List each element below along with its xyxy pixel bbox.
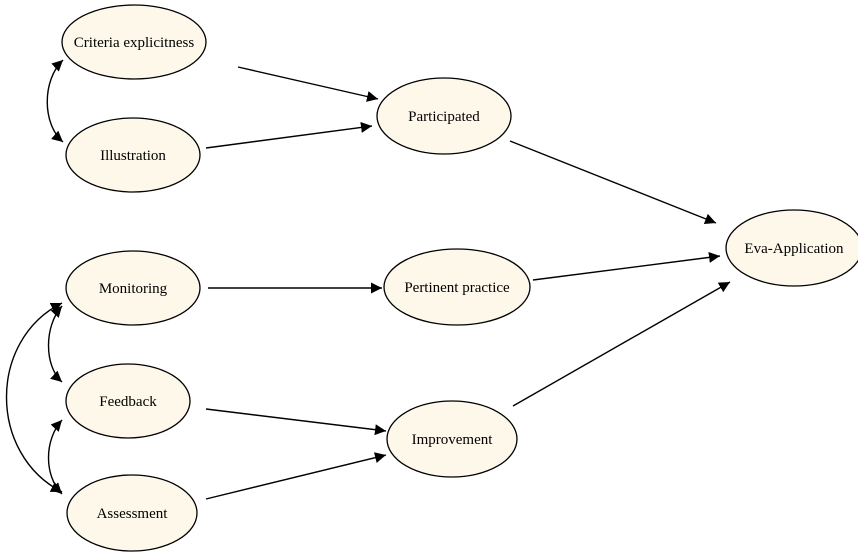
node-label: Illustration: [100, 148, 166, 164]
node-assessment: Assessment: [66, 474, 198, 552]
node-pertinent-practice: Pertinent practice: [383, 248, 531, 326]
node-label: Assessment: [97, 506, 169, 522]
node-eva-application: Eva-Application: [725, 209, 858, 287]
node-criteria-explicitness: Criteria explicitness: [61, 4, 207, 80]
correlation-monitoring-feedback: [47, 305, 63, 383]
edge-illustration-to-participated: [205, 121, 373, 149]
node-label: Pertinent practice: [404, 280, 510, 296]
node-label: Participated: [408, 109, 480, 125]
edge-assessment-to-improvement: [205, 452, 387, 500]
node-label: Criteria explicitness: [74, 35, 195, 51]
correlation-criteria-illustration: [46, 59, 64, 143]
correlation-monitoring-assessment: [5, 302, 63, 493]
node-label: Monitoring: [99, 281, 168, 297]
edge-improvement-to-eva: [512, 281, 731, 407]
edge-participated-to-eva: [509, 140, 717, 225]
node-label: Improvement: [412, 432, 494, 448]
node-participated: Participated: [376, 77, 512, 155]
correlation-feedback-assessment: [47, 419, 63, 495]
node-improvement: Improvement: [386, 400, 518, 478]
node-feedback: Feedback: [65, 363, 191, 439]
node-illustration: Illustration: [65, 117, 201, 193]
edge-criteria-to-participated: [237, 66, 379, 102]
edge-feedback-to-improvement: [205, 408, 387, 436]
node-monitoring: Monitoring: [65, 250, 201, 326]
node-label: Feedback: [99, 394, 157, 410]
edge-pertinent-to-eva: [532, 251, 721, 281]
node-label: Eva-Application: [744, 241, 844, 257]
